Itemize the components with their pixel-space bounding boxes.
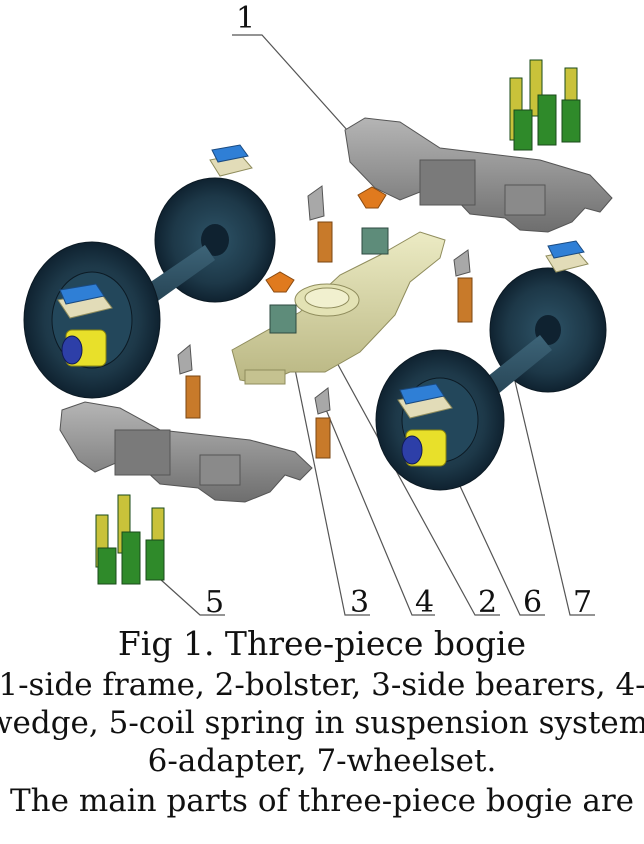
label-3: 3 <box>350 585 369 620</box>
adapter-right <box>546 241 588 272</box>
caption-line-4: The main parts of three-piece bogie are <box>0 782 644 820</box>
label-4: 4 <box>415 585 434 620</box>
caption-line-3: 6-adapter, 7-wheelset. <box>0 742 644 780</box>
adapter-top-left <box>210 145 252 176</box>
caption-line-2: wedge, 5-coil spring in suspension syste… <box>0 704 644 742</box>
figure-title: Fig 1. Three-piece bogie <box>0 625 644 663</box>
label-5: 5 <box>205 585 224 620</box>
spring-cluster-top <box>510 60 580 150</box>
label-2: 2 <box>478 585 497 620</box>
caption-line-1: 1-side frame, 2-bolster, 3-side bearers,… <box>0 666 644 704</box>
bogie-exploded-diagram: 1 5 3 4 2 6 7 <box>0 0 644 625</box>
label-6: 6 <box>523 585 542 620</box>
side-bearer-left <box>266 272 296 333</box>
side-bearer-right <box>358 187 388 254</box>
label-1: 1 <box>236 1 255 36</box>
label-7: 7 <box>573 585 592 620</box>
spring-cluster-bottom <box>96 495 164 584</box>
